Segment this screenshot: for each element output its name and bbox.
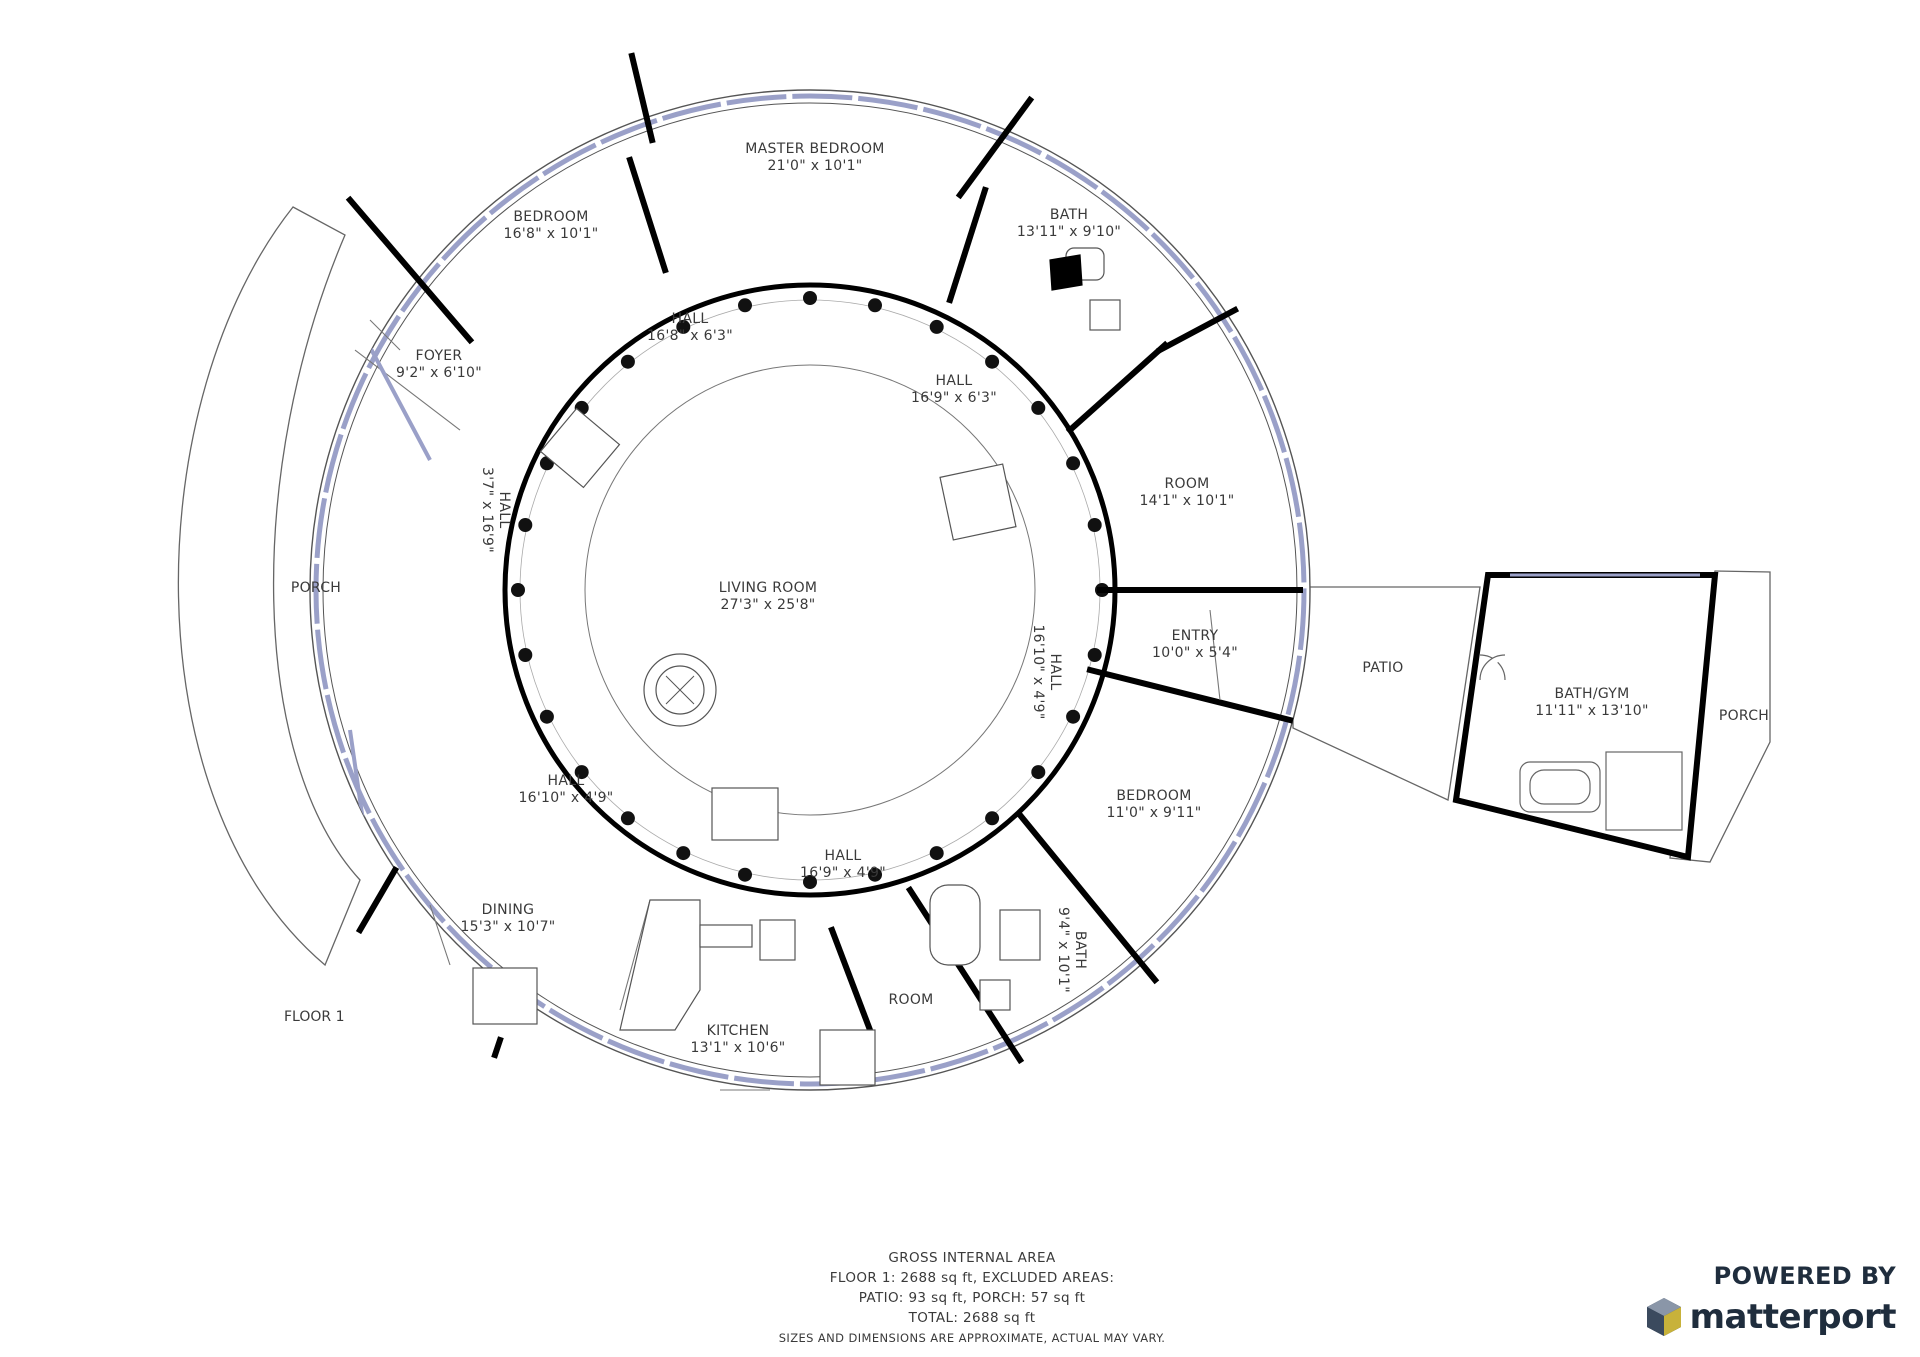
room-dims-hall-ne: 16'9" x 6'3"	[911, 390, 997, 406]
room-name-entry: ENTRY	[1172, 628, 1219, 644]
footer-excluded-areas: PATIO: 93 sq ft, PORCH: 57 sq ft	[859, 1290, 1086, 1306]
partition-lines	[354, 319, 1221, 1091]
bath-s-fixtures	[929, 884, 1041, 1011]
hall-column	[518, 518, 533, 532]
hall-column	[511, 583, 525, 597]
hall-column	[1031, 765, 1046, 780]
hall-column	[868, 867, 882, 882]
room-name-master-bedroom: MASTER BEDROOM	[745, 141, 884, 157]
hall-column	[1031, 400, 1046, 415]
fireplace	[643, 653, 717, 727]
room-name-hall-ne: HALL	[936, 373, 973, 389]
hall-column	[985, 354, 1000, 369]
hall-column	[676, 846, 691, 861]
hall-column	[803, 291, 817, 305]
matterport-branding: POWERED BY matterport	[1644, 1262, 1897, 1342]
room-name-porch-e: PORCH	[1719, 708, 1769, 724]
room-name-hall-sw: HALL	[548, 773, 585, 789]
interior-walls	[345, 52, 1303, 1065]
hall-column	[738, 867, 752, 882]
room-name-hall-n: HALL	[672, 311, 709, 327]
living-tables	[539, 407, 1017, 841]
room-dims-master-bedroom: 21'0" x 10'1"	[767, 158, 862, 174]
room-name-bedroom-se: BEDROOM	[1116, 788, 1191, 804]
room-name-kitchen: KITCHEN	[707, 1023, 770, 1039]
bath-ne-fixtures	[1049, 247, 1121, 331]
hall-column	[929, 319, 944, 334]
hall-column	[803, 875, 817, 889]
hall-column	[574, 765, 589, 780]
footer-total: TOTAL: 2688 sq ft	[908, 1310, 1036, 1326]
hall-column	[1087, 648, 1102, 662]
hall-column	[985, 811, 1000, 826]
room-name-bath-ne: BATH	[1050, 207, 1088, 223]
hall-columns	[511, 291, 1109, 889]
hall-column	[518, 648, 533, 662]
room-name-porch-w: PORCH	[291, 580, 341, 596]
room-name-bath-gym: BATH/GYM	[1554, 686, 1629, 702]
room-dims-bedroom-se: 11'0" x 9'11"	[1106, 805, 1201, 821]
room-name-hall-s: HALL	[825, 848, 862, 864]
floor-label: FLOOR 1	[284, 1009, 344, 1025]
footer-title: GROSS INTERNAL AREA	[888, 1250, 1056, 1266]
hall-column	[676, 319, 691, 334]
room-dims-hall-e: 16'10" x 4'9"	[1030, 624, 1046, 719]
hall-column	[1066, 456, 1081, 471]
hall-column	[738, 298, 752, 313]
room-name-hall-w: HALL	[496, 492, 512, 529]
powered-by-label: POWERED BY	[1713, 1262, 1896, 1290]
room-dims-living-room: 27'3" x 25'8"	[720, 597, 815, 613]
porch-west-outline	[177, 206, 361, 967]
hall-column	[1087, 518, 1102, 532]
dining-table	[472, 967, 538, 1025]
room-dims-hall-n: 16'8" x 6'3"	[647, 328, 733, 344]
patio-outline	[1292, 586, 1481, 801]
room-dims-dining: 15'3" x 10'7"	[460, 919, 555, 935]
hall-column	[929, 846, 944, 861]
room-name-living-room: LIVING ROOM	[719, 580, 818, 596]
room-dims-bath-gym: 11'11" x 13'10"	[1535, 703, 1649, 719]
room-name-foyer: FOYER	[416, 348, 463, 364]
room-dims-entry: 10'0" x 5'4"	[1152, 645, 1238, 661]
matterport-logo: matterport	[1644, 1295, 1897, 1339]
room-name-hall-e: HALL	[1047, 654, 1063, 691]
room-name-bath-s: BATH	[1072, 931, 1088, 969]
room-name-room-e: ROOM	[1164, 476, 1209, 492]
hall-column	[1066, 709, 1081, 724]
room-dims-bedroom-nw: 16'8" x 10'1"	[503, 226, 598, 242]
room-dims-kitchen: 13'1" x 10'6"	[690, 1040, 785, 1056]
room-dims-hall-w: 3'7" x 16'9"	[479, 467, 495, 553]
hall-column	[868, 298, 882, 313]
room-name-room-s: ROOM	[888, 992, 933, 1008]
room-name-dining: DINING	[482, 902, 535, 918]
hall-column	[620, 354, 635, 369]
house-outer-window-band	[313, 93, 1307, 1087]
house-outer-wall	[309, 89, 1311, 1091]
room-name-bedroom-nw: BEDROOM	[513, 209, 588, 225]
room-dims-bath-ne: 13'11" x 9'10"	[1017, 224, 1121, 240]
kitchen-counters	[619, 899, 876, 1086]
area-summary: GROSS INTERNAL AREA FLOOR 1: 2688 sq ft,…	[779, 1250, 1166, 1345]
hall-column	[539, 709, 554, 724]
bath-gym-fixtures	[1479, 654, 1683, 831]
room-dims-bath-s: 9'4" x 10'1"	[1055, 907, 1071, 993]
matterport-wordmark: matterport	[1689, 1297, 1897, 1337]
room-dims-hall-s: 16'9" x 4'9"	[800, 865, 886, 881]
matterport-cube-icon	[1646, 1298, 1681, 1336]
footer-floor-area: FLOOR 1: 2688 sq ft, EXCLUDED AREAS:	[830, 1270, 1115, 1286]
room-labels: MASTER BEDROOM 21'0" x 10'1" BEDROOM 16'…	[291, 141, 1769, 1056]
hall-column	[620, 811, 635, 826]
room-dims-room-e: 14'1" x 10'1"	[1139, 493, 1234, 509]
room-dims-hall-sw: 16'10" x 4'9"	[518, 790, 613, 806]
hall-ring-inner	[584, 364, 1036, 816]
room-dims-foyer: 9'2" x 6'10"	[396, 365, 482, 381]
room-name-patio: PATIO	[1362, 660, 1403, 676]
footer-disclaimer: SIZES AND DIMENSIONS ARE APPROXIMATE, AC…	[779, 1331, 1166, 1345]
